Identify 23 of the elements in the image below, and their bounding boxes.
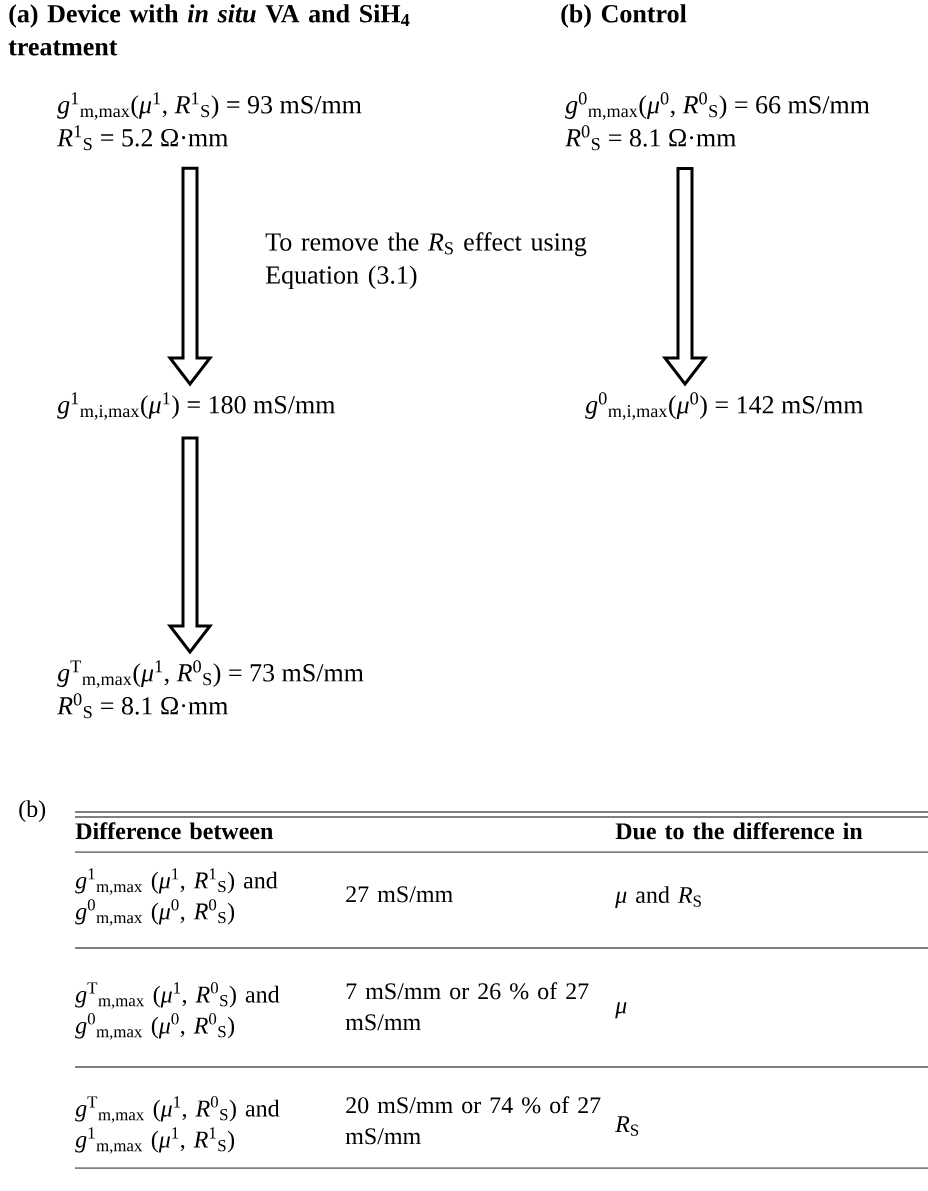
table-cell-text: R$_{S}$ <box>615 1116 639 1136</box>
panel-label: (b) <box>19 800 46 822</box>
formula-text: g$^{0}$$_{m,i,max}$(μ$^{0}$) = 142 mS/mm <box>585 392 864 420</box>
table-cell-text: g$^{1}$$_{m,max}$ (μ$^{1}$, R$^{1}$$_{S}$) and g$^{0}$$_{m,max}$ (μ$^{0}$, R$^{0}$$_{S}$) <box>75 868 278 926</box>
table-cell-text: μ and R$_{S}$ <box>615 886 701 908</box>
table-cell-text: 7 mS/mm or 26 % of 27 mS/mm <box>345 982 589 1031</box>
table-cell-text: g$^{T}$$_{m,max}$ (μ$^{1}$, R$^{0}$$_{S}$) and g$^{1}$$_{m,max}$ (μ$^{1}$, R$^{1}$$_{S}$) <box>75 1096 280 1154</box>
hollow-arrow <box>166 436 214 655</box>
hollow-arrow <box>661 166 709 387</box>
table-cell-text: μ <box>615 1002 627 1019</box>
panel-heading: (b) Control <box>561 4 687 28</box>
column-header: Due to the difference in <box>615 822 863 840</box>
panel-heading: (a) Device with in situ VA and SiH$_{4}$ treatment <box>8 4 410 56</box>
table-cell-text: 20 mS/mm or 74 % of 27 mS/mm <box>345 1096 601 1145</box>
formula-text: g$^{T}$$_{m,max}$(μ$^{1}$, R$^{0}$$_{S}$) = 73 mS/mm R$^{0}$$_{S}$ = 8.1 Ω·mm <box>57 660 364 719</box>
table-cell-text: 27 mS/mm <box>346 886 453 903</box>
hollow-arrow <box>166 166 214 387</box>
table-cell-text: g$^{T}$$_{m,max}$ (μ$^{1}$, R$^{0}$$_{S}$) and g$^{0}$$_{m,max}$ (μ$^{0}$, R$^{0}$$_{S}$) <box>75 982 280 1040</box>
note-text: To remove the R$_{S}$ effect using Equation (3.1) <box>265 232 587 290</box>
column-header: Difference between <box>75 822 273 840</box>
formula-text: g$^{1}$$_{m,i,max}$(μ$^{1}$) = 180 mS/mm <box>57 392 336 420</box>
formula-text: g$^{0}$$_{m,max}$(μ$^{0}$, R$^{0}$$_{S}$) = 66 mS/mm R$^{0}$$_{S}$ = 8.1 Ω·mm <box>565 92 870 151</box>
formula-text: g$^{1}$$_{m,max}$(μ$^{1}$, R$^{1}$$_{S}$) = 93 mS/mm R$^{1}$$_{S}$ = 5.2 Ω·mm <box>57 92 362 151</box>
